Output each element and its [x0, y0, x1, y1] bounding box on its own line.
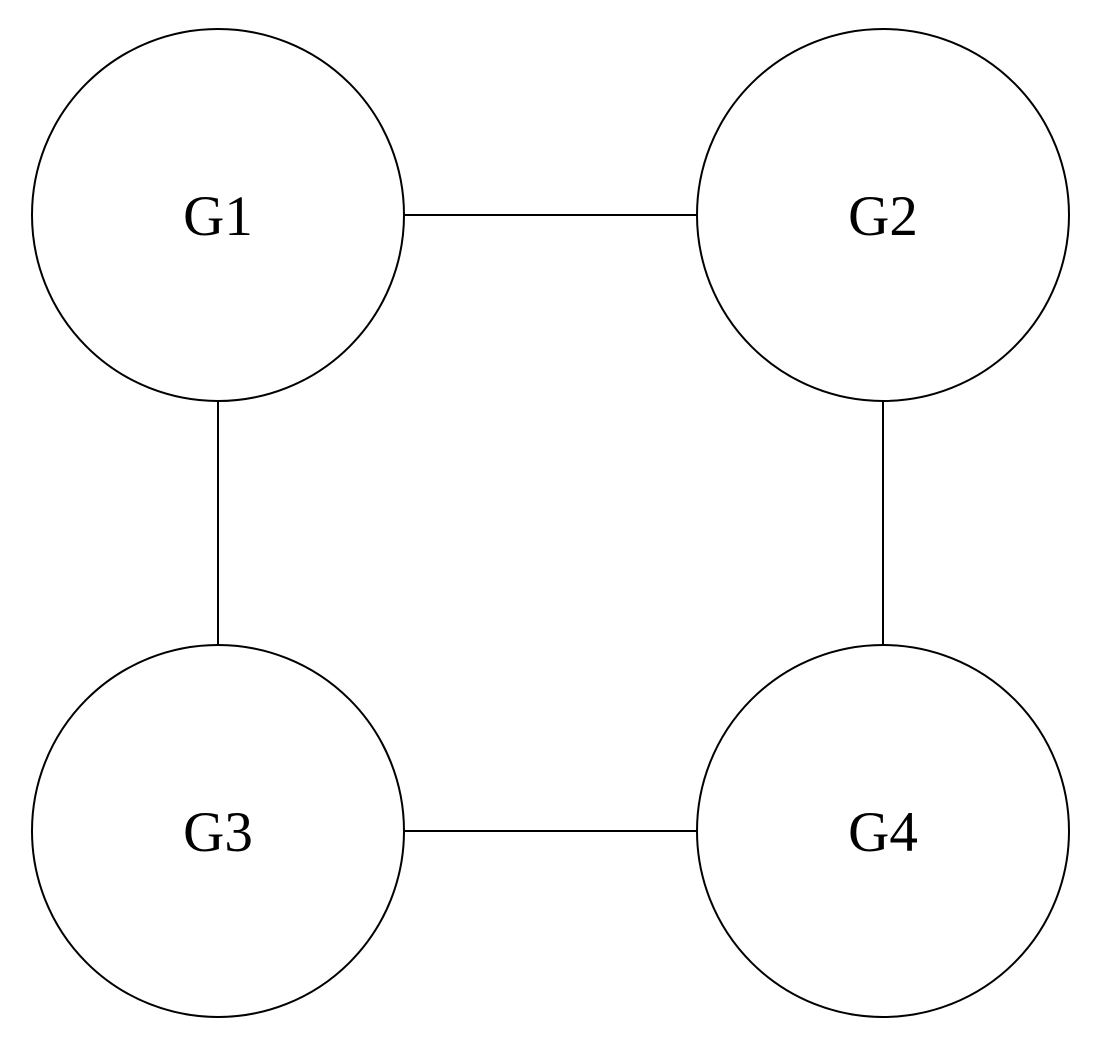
node-G3: G3 — [31, 644, 405, 1018]
node-G1-circle — [31, 28, 405, 402]
node-G3-label: G3 — [183, 801, 253, 864]
node-G4-label: G4 — [848, 801, 918, 864]
node-G2: G2 — [696, 28, 1070, 402]
node-G1-label: G1 — [183, 185, 253, 248]
node-G4: G4 — [696, 644, 1070, 1018]
node-G2-circle — [696, 28, 1070, 402]
node-G3-circle — [31, 644, 405, 1018]
node-G2-label: G2 — [848, 185, 918, 248]
node-G1: G1 — [31, 28, 405, 402]
node-G4-circle — [696, 644, 1070, 1018]
